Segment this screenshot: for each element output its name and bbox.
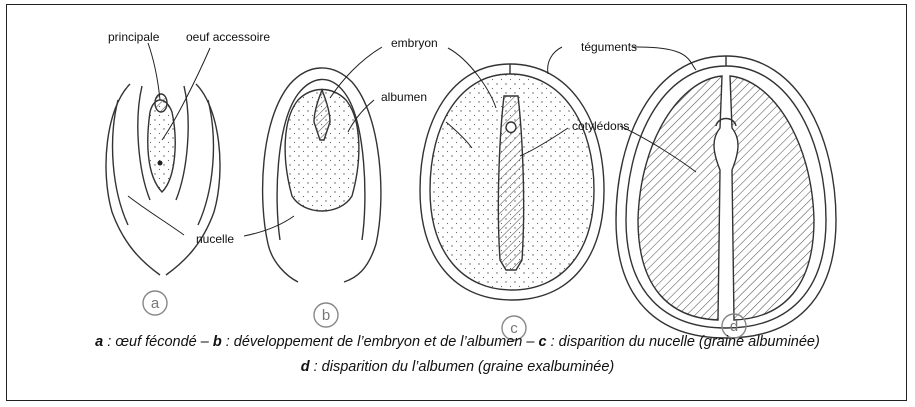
caption-key-d: d bbox=[301, 359, 310, 375]
svg-text:a: a bbox=[151, 295, 160, 312]
caption-line-2: d : disparition du l’albumen (graine exa… bbox=[0, 359, 915, 375]
pointer-nucelle-a bbox=[128, 196, 184, 235]
label-cotyledons: cotylédons bbox=[572, 119, 629, 133]
caption-text-c: : disparition du nucelle (graine albumin… bbox=[547, 334, 820, 350]
caption-text-d: : disparition du l’albumen (graine exalb… bbox=[310, 359, 615, 375]
pointer-principale bbox=[148, 43, 160, 100]
caption-text-a: : œuf fécondé – bbox=[103, 334, 213, 350]
svg-text:b: b bbox=[322, 307, 330, 324]
stage-letter-a: a bbox=[143, 291, 167, 315]
caption-key-b: b bbox=[213, 334, 222, 350]
label-principale: principale bbox=[108, 30, 160, 44]
svg-text:d: d bbox=[730, 318, 738, 335]
stage-a-ovule bbox=[106, 84, 220, 275]
pointer-embryon-b bbox=[330, 47, 382, 98]
pointer-nucelle-b bbox=[244, 216, 294, 236]
caption-text-b: : développement de l’embryon et de l’alb… bbox=[222, 334, 539, 350]
stage-d-seed bbox=[616, 56, 836, 338]
label-albumen: albumen bbox=[381, 90, 427, 104]
label-teguments: téguments bbox=[581, 40, 637, 54]
label-embryon: embryon bbox=[391, 36, 438, 50]
pointer-teguments-d bbox=[632, 47, 696, 70]
label-oeuf-accessoire: oeuf accessoire bbox=[186, 30, 270, 44]
pointer-teguments-c bbox=[548, 47, 562, 74]
stage-c-seed bbox=[420, 64, 604, 300]
label-nucelle: nucelle bbox=[196, 232, 234, 246]
stage-letter-b: b bbox=[314, 303, 338, 327]
stage-b-ovule bbox=[263, 68, 381, 282]
caption-key-c: c bbox=[539, 334, 547, 350]
caption-line-1: a : œuf fécondé – b : développement de l… bbox=[0, 334, 915, 350]
